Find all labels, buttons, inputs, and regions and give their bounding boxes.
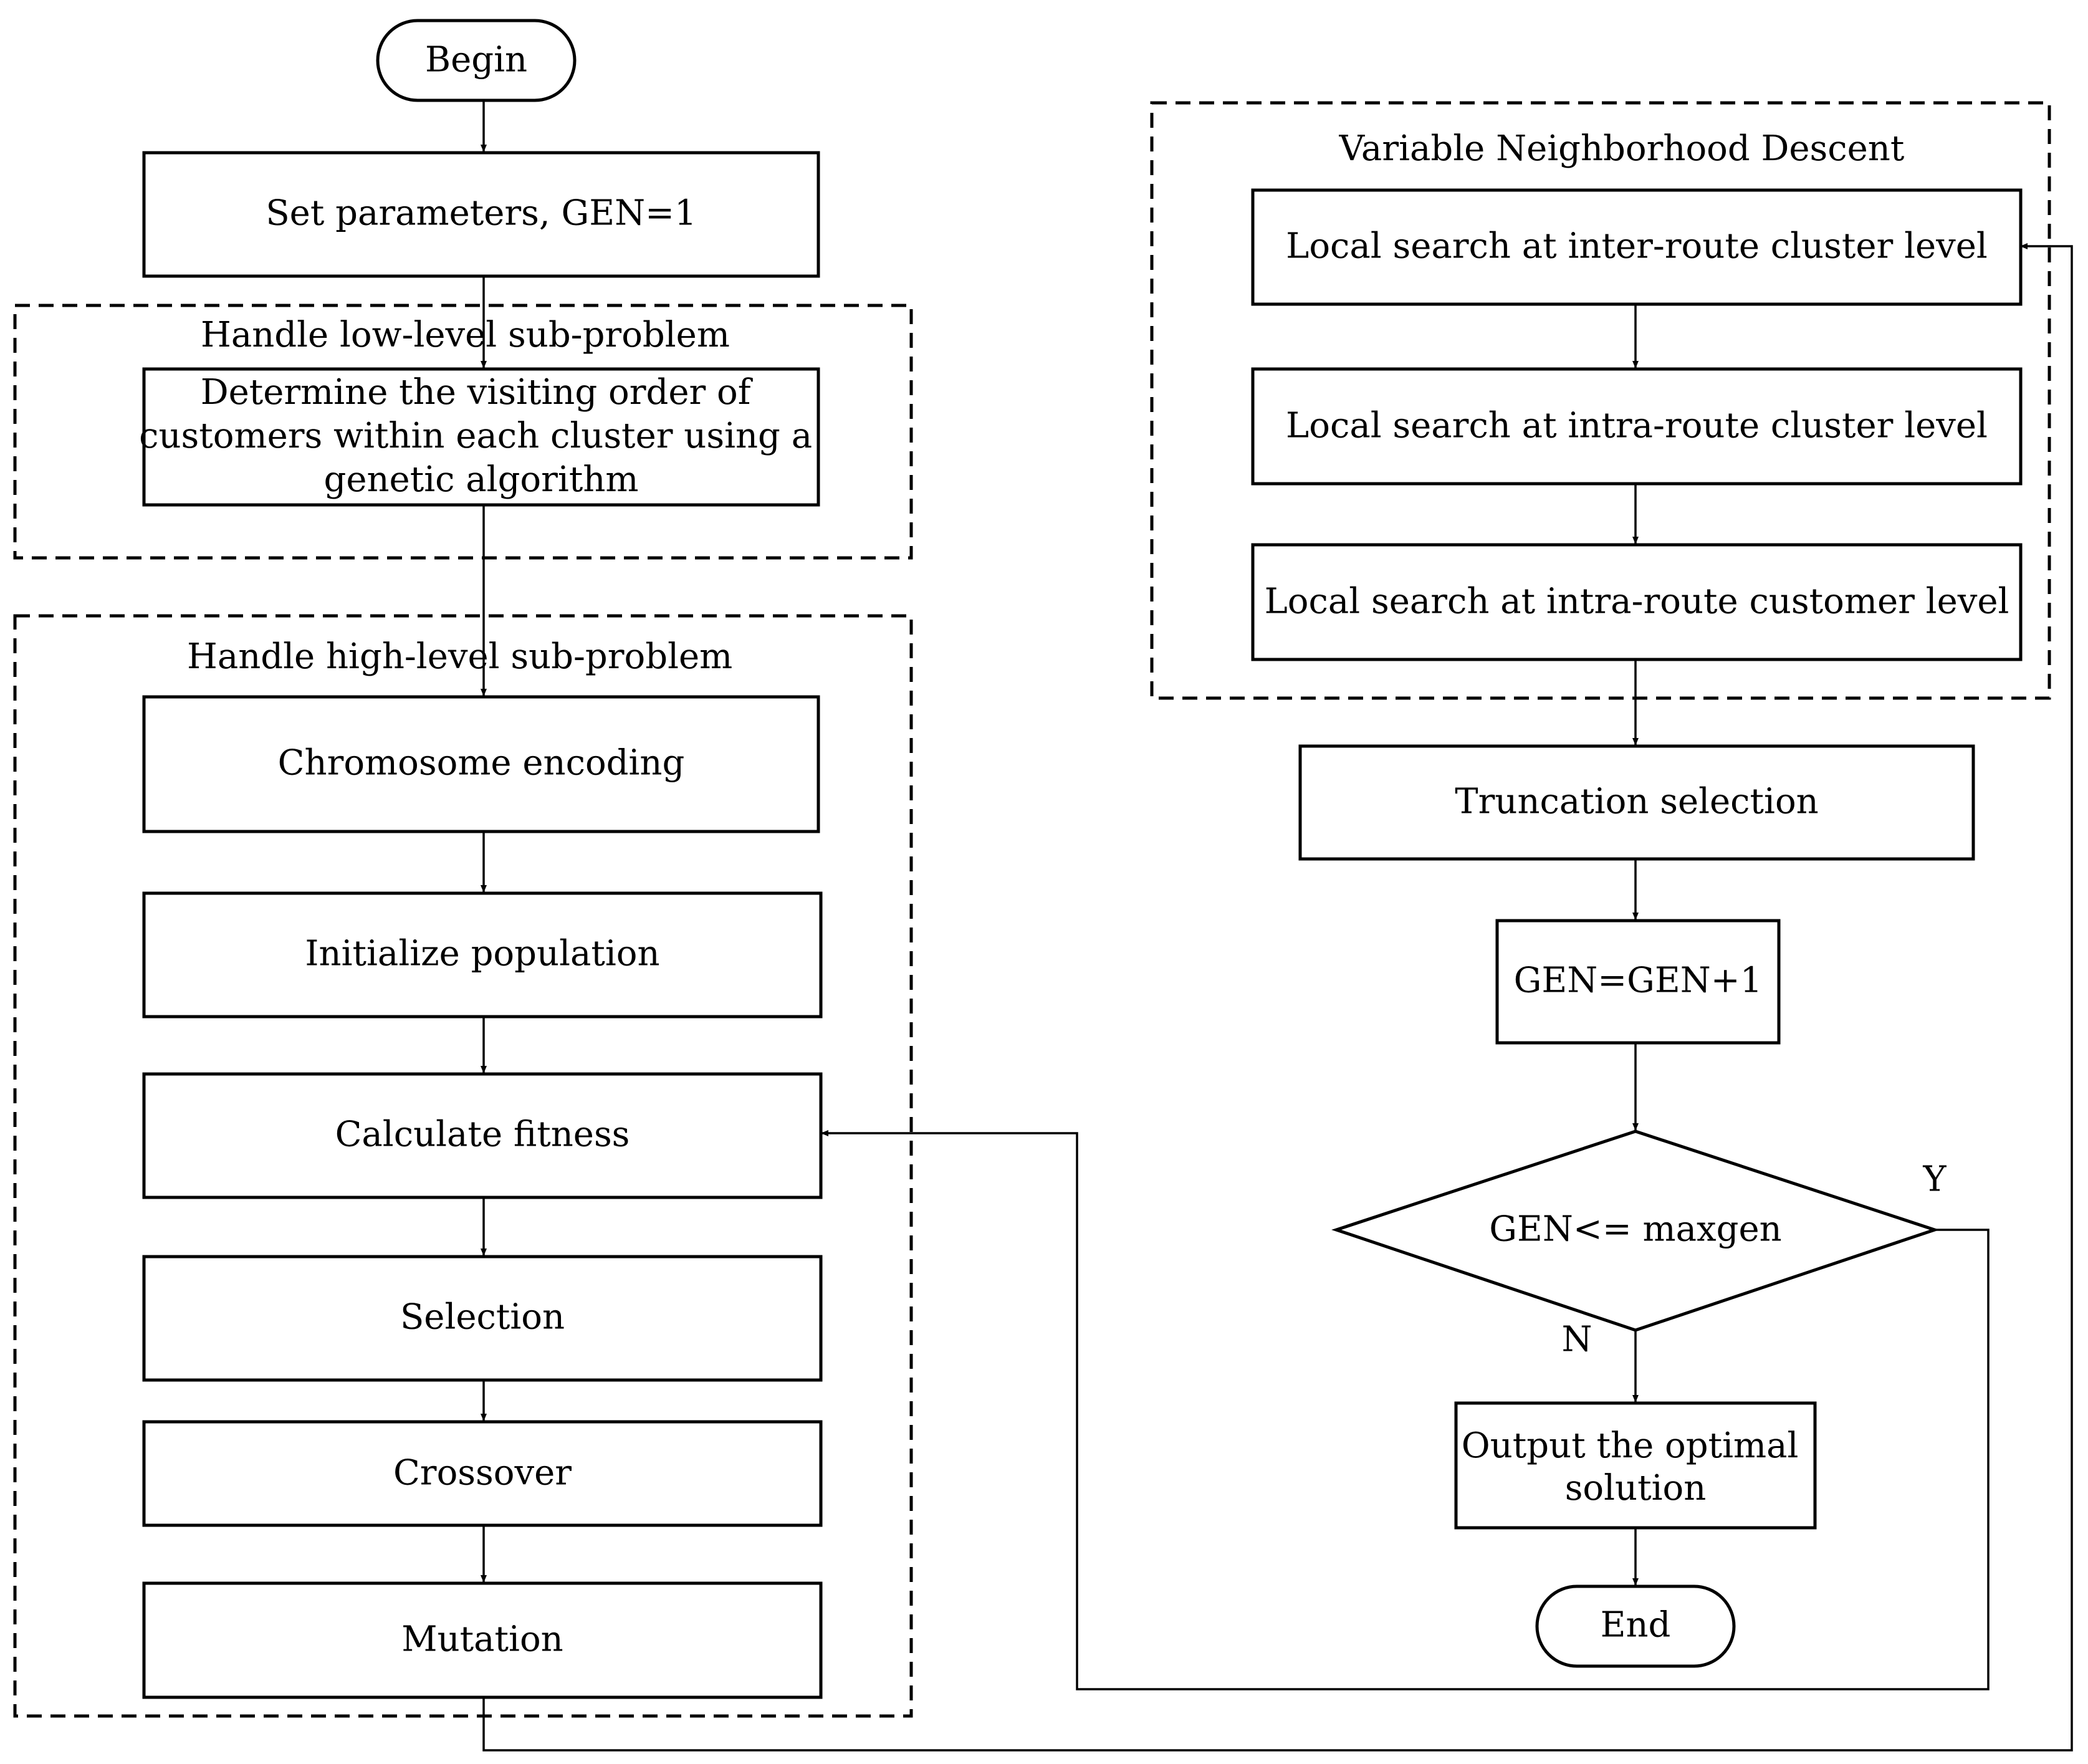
output-line-1: Output the optimal [1462, 1426, 1799, 1466]
ls-intra-cluster-box [1251, 367, 2023, 486]
branch-yes-label: Y [1923, 1159, 1947, 1200]
group-high-level-label: Handle high-level sub-problem [187, 636, 732, 677]
determine-order-line-2: customers within each cluster using a [139, 416, 812, 456]
group-low-level-label: Handle low-level sub-problem [201, 315, 730, 355]
truncation-box [1298, 744, 1975, 861]
gen-inc-label: GEN=GEN+1 [1514, 961, 1763, 1001]
output-box [1454, 1401, 1817, 1530]
ls-intra-customer-box [1251, 543, 2023, 661]
ls-inter-label: Local search at inter-route cluster leve… [1286, 226, 1988, 267]
chromosome-box [142, 695, 820, 833]
end-label: End [1601, 1605, 1671, 1646]
mutation-label: Mutation [401, 1619, 563, 1660]
group-low-level [13, 304, 913, 560]
edge-condition-yes-loop [821, 1130, 1990, 1690]
output-label: Output the optimal solution [1462, 1426, 1809, 1508]
selection-label: Selection [400, 1297, 565, 1338]
ls-intra-customer-label: Local search at intra-route customer lev… [1265, 582, 2009, 622]
determine-order-label: Determine the visiting order of customer… [139, 372, 823, 500]
determine-order-line-1: Determine the visiting order of [201, 372, 754, 413]
set-params-label: Set parameters, GEN=1 [266, 193, 696, 234]
determine-order-box [142, 367, 820, 507]
set-params-box [142, 151, 820, 278]
group-vnd-label: Variable Neighborhood Descent [1339, 128, 1905, 169]
begin-label: Begin [425, 40, 527, 80]
ls-intra-cluster-label: Local search at intra-route cluster leve… [1286, 406, 1988, 446]
begin-terminal [376, 19, 577, 102]
edge-mutation-to-vnd [482, 243, 2073, 1752]
selection-box [142, 1255, 823, 1382]
ls-inter-box [1251, 188, 2023, 306]
condition-label: GEN<= maxgen [1489, 1209, 1781, 1250]
gen-inc-box [1495, 919, 1781, 1045]
end-terminal [1535, 1584, 1736, 1668]
output-line-2: solution [1565, 1468, 1707, 1508]
branch-no-label: N [1562, 1320, 1592, 1360]
fitness-box [142, 1072, 823, 1199]
condition-diamond [1331, 1129, 1940, 1332]
connectors [481, 102, 2073, 1752]
group-vnd [1150, 101, 2051, 700]
fitness-label: Calculate fitness [335, 1114, 630, 1155]
chromosome-label: Chromosome encoding [278, 743, 685, 784]
init-pop-label: Initialize population [305, 934, 659, 974]
group-high-level [13, 614, 913, 1718]
mutation-box [142, 1581, 823, 1699]
crossover-box [142, 1420, 823, 1527]
init-pop-box [142, 891, 823, 1019]
determine-order-line-3: genetic algorithm [324, 459, 639, 500]
truncation-label: Truncation selection [1455, 782, 1819, 822]
crossover-label: Crossover [393, 1453, 572, 1493]
